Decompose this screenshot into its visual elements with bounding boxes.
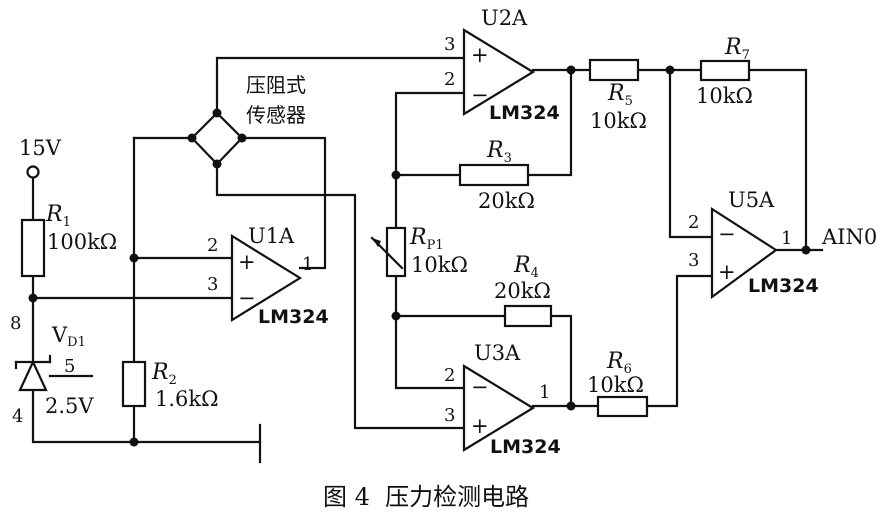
u3a-chip: LM324 [490,436,561,458]
u5a-pin-2: 2 [688,212,699,233]
sensor-label-line2: 传感器 [246,103,306,127]
r4-value: 20kΩ [494,279,551,303]
svg-text:−: − [238,286,256,310]
u1a-pin-1: 1 [302,254,313,275]
zener-diode-vd1 [14,354,52,392]
r7-label: R7 [724,35,750,63]
pressure-sensor-bridge [187,108,247,169]
rp1-label: RP1 [409,225,444,253]
r6-value: 10kΩ [587,373,644,397]
u5a-name: U5A [728,188,775,212]
u3a-pin-2: 2 [444,365,455,386]
sensor-label-line1: 压阻式 [246,73,306,97]
u2a-chip: LM324 [489,102,560,124]
wires [31,56,824,464]
r1-label: R1 [45,202,71,230]
u2a-pin-3: 3 [444,34,455,55]
u5a-pin-1: 1 [781,228,792,249]
resistor-r5 [588,58,640,82]
r3-value: 20kΩ [478,189,535,213]
r5-label: R5 [607,81,633,109]
svg-text:+: + [238,250,256,274]
r7-value: 10kΩ [696,84,753,108]
opamp-u2a: + − [462,28,536,116]
r2-label: R2 [151,360,177,388]
svg-text:−: − [718,222,736,246]
u3a-pin-1: 1 [539,382,550,403]
svg-text:−: − [471,375,489,399]
svg-text:+: + [718,260,736,284]
potentiometer-rp1 [370,226,407,278]
u3a-name: U3A [474,341,521,365]
output-label: AIN0 [821,225,877,249]
resistor-r3 [458,163,530,187]
u1a-pin-3: 3 [207,274,218,295]
zener-pin-5: 5 [64,356,75,377]
r6-label: R6 [606,349,632,377]
u1a-chip: LM324 [258,306,329,328]
r4-label: R4 [513,253,539,281]
opamp-u1a: + − [230,234,303,322]
junctions [28,65,811,447]
resistor-r7 [699,59,751,82]
resistor-r6 [596,395,649,418]
zener-pin-4: 4 [12,406,23,427]
resistor-r4 [503,304,553,328]
zener-value: 2.5V [45,394,94,418]
u2a-name: U2A [481,6,528,30]
zener-pin-8: 8 [10,313,21,334]
supply-label: 15V [19,136,62,160]
opamp-u5a: − + [710,206,778,300]
u5a-chip: LM324 [748,275,819,297]
resistor-r2 [121,360,147,408]
r1-value: 100kΩ [47,230,117,254]
zener-label: VD1 [51,323,86,350]
figure-caption: 图 4 压力检测电路 [323,483,529,511]
svg-text:+: + [471,43,489,67]
u3a-pin-3: 3 [444,405,455,426]
u2a-pin-2: 2 [444,69,455,90]
r5-value: 10kΩ [590,109,647,133]
u1a-pin-2: 2 [207,235,218,256]
u1a-name: U1A [248,224,295,248]
supply-terminal [26,165,40,179]
rp1-value: 10kΩ [411,253,468,277]
resistor-r1 [20,218,46,278]
r3-label: R3 [486,138,512,166]
u5a-pin-3: 3 [688,250,699,271]
r2-value: 1.6kΩ [155,387,219,411]
svg-text:+: + [471,414,489,438]
opamp-u3a: − + [462,364,536,452]
svg-text:−: − [471,83,489,107]
